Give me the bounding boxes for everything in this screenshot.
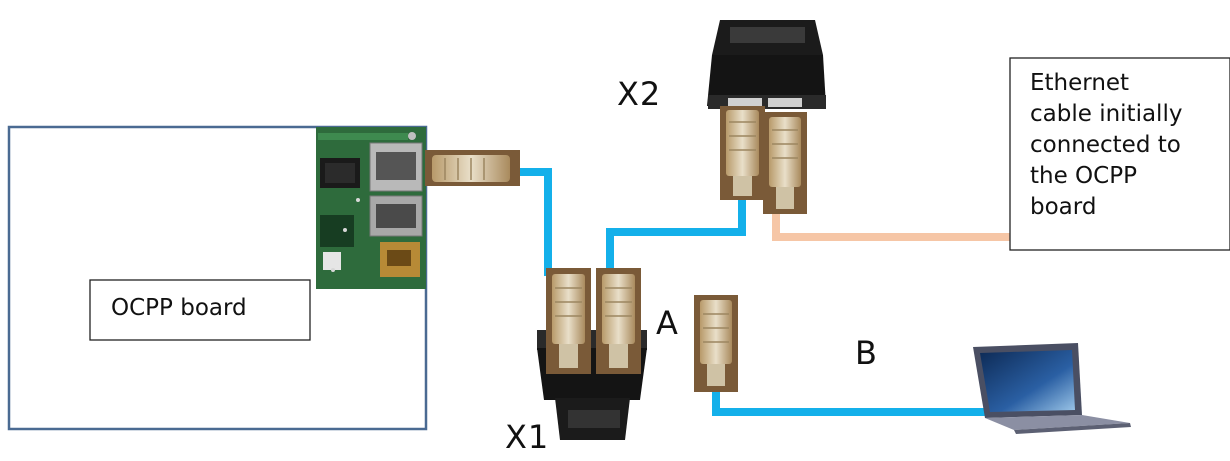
cable-x2-to-note — [772, 212, 1010, 241]
note-text: Ethernet cable initially connected to th… — [1030, 68, 1182, 223]
label-x2: X2 — [617, 75, 662, 113]
note-line: connected to — [1030, 132, 1181, 158]
note-line: the OCPP — [1030, 163, 1137, 189]
rj45-splitter-x2 — [707, 20, 826, 109]
ocpp-board-label-box — [89, 279, 311, 341]
rj45-plug-x1-right — [596, 268, 641, 374]
note-line: cable initially — [1030, 101, 1183, 127]
note-line: Ethernet — [1030, 70, 1130, 96]
rj45-plug-x2-right — [763, 112, 807, 214]
label-x1: X1 — [505, 418, 550, 456]
ocpp-board-label: OCPP board — [111, 295, 247, 321]
rj45-plug-board — [425, 150, 520, 186]
rj45-plug-x1-left — [546, 268, 591, 374]
note-line: board — [1030, 194, 1097, 220]
note-box — [1009, 57, 1230, 251]
cable-x1-to-x2 — [606, 190, 746, 274]
rj45-plug-x2-left — [720, 106, 765, 200]
cable-a-to-laptop — [712, 386, 990, 416]
pcb-icon — [316, 127, 426, 289]
rj45-plug-a — [694, 295, 738, 392]
laptop-icon — [973, 343, 1131, 434]
label-b: B — [855, 334, 878, 372]
label-a: A — [656, 304, 679, 342]
cable-board-to-x1 — [470, 168, 552, 276]
